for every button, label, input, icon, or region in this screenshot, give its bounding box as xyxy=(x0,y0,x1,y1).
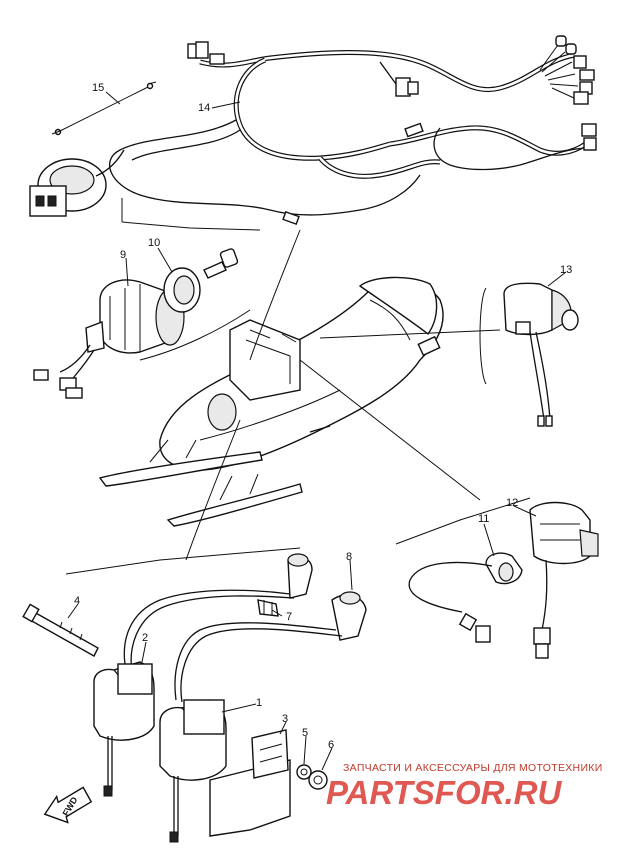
callout-2: 2 xyxy=(142,632,148,644)
key-switch xyxy=(163,248,239,313)
callout-6: 6 xyxy=(328,739,334,751)
callout-12: 12 xyxy=(506,497,518,509)
handlebar-switch-left xyxy=(408,501,599,659)
callout-13: 13 xyxy=(560,264,572,276)
callout-9: 9 xyxy=(120,249,126,261)
callout-3: 3 xyxy=(282,713,288,725)
leader-lines xyxy=(65,91,567,771)
lead-wire xyxy=(51,81,157,136)
callout-11: 11 xyxy=(478,513,489,525)
connector-socket xyxy=(29,149,125,217)
callout-15: 15 xyxy=(92,82,104,94)
watermark-tagline: ЗАПЧАСТИ И АКСЕССУАРЫ ДЛЯ МОТОТЕХНИКИ xyxy=(343,762,603,774)
callout-4: 4 xyxy=(74,595,80,607)
watermark-logo: PARTSFOR.RU xyxy=(326,774,562,811)
watermark: ЗАПЧАСТИ И АКСЕССУАРЫ ДЛЯ МОТОТЕХНИКИ PA… xyxy=(326,762,603,811)
callout-8: 8 xyxy=(346,551,352,563)
tachometer-gauge xyxy=(33,279,185,399)
handlebar-switch-right xyxy=(503,282,579,427)
snowmobile-body xyxy=(98,276,444,527)
callout-5: 5 xyxy=(302,727,308,739)
callout-1: 1 xyxy=(256,697,262,709)
callout-14: 14 xyxy=(198,102,210,114)
callout-10: 10 xyxy=(148,237,160,249)
wiring-harness xyxy=(108,35,597,226)
forward-arrow: FWD xyxy=(43,786,93,824)
callout-labels: 15 14 9 10 13 12 11 8 7 4 2 1 3 5 6 xyxy=(74,82,572,751)
ignition-assembly xyxy=(22,553,367,843)
callout-7: 7 xyxy=(286,611,292,623)
